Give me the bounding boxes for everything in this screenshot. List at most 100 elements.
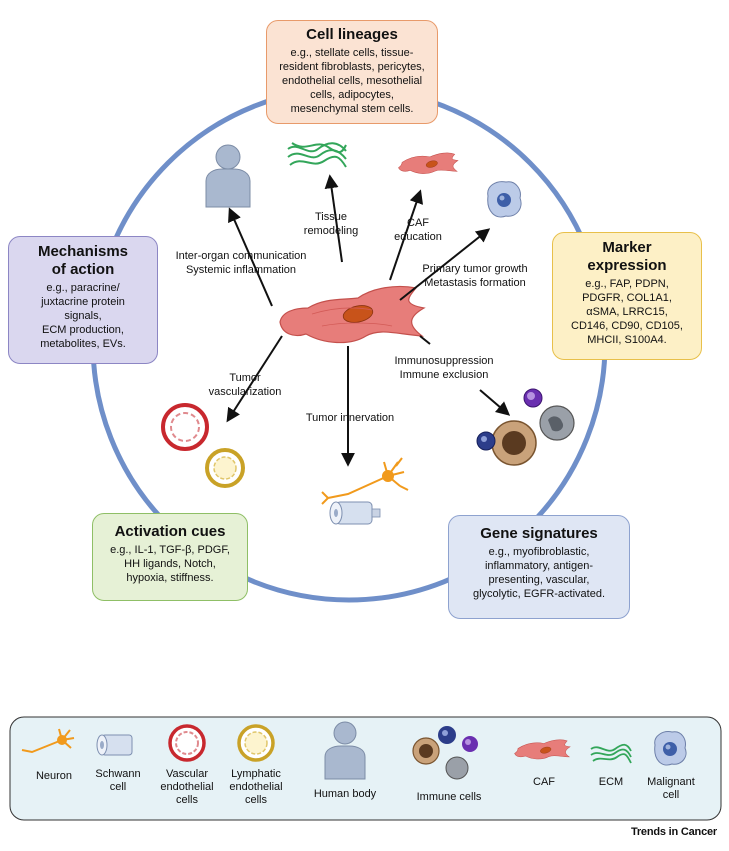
journal-brand: Trends in Cancer — [630, 826, 717, 838]
legend-line: cell — [662, 789, 680, 801]
legend-line: Lymphatic — [231, 768, 281, 780]
lymphatic-endothelial-icon — [205, 448, 245, 488]
marker-title-line: Marker — [602, 239, 652, 256]
label-line: Tumor innervation — [305, 412, 395, 424]
cell-lineages-line: e.g., stellate cells, tissue- — [290, 47, 414, 59]
activation-line: HH ligands, Notch, — [124, 558, 216, 570]
arrow-inter-organ — [228, 207, 273, 307]
marker-line: αSMA, LRRC15, — [586, 306, 668, 318]
cell-lineages-box: Cell lineages e.g., stellate cells, tiss… — [266, 20, 438, 124]
gene-line: presenting, vascular, — [488, 574, 590, 586]
activation-line: e.g., IL-1, TGF-β, PDGF, — [110, 544, 230, 556]
label-line: education — [394, 231, 442, 243]
mechanisms-title-line: Mechanisms — [37, 243, 129, 260]
activation-title: Activation cues — [114, 523, 226, 540]
label-immunosuppression: Immunosuppression Immune exclusion — [388, 354, 500, 382]
arrow-vascularization — [226, 335, 283, 423]
label-line: Metastasis formation — [424, 277, 526, 289]
legend-human-body-icon — [324, 721, 366, 780]
arrow-immunosuppression-origin — [419, 335, 431, 345]
mechanisms-title: Mechanisms of action — [9, 243, 157, 279]
marker-line: e.g., FAP, PDPN, — [585, 278, 669, 290]
label-tumor-innervation: Tumor innervation — [300, 411, 400, 425]
label-tissue-remodeling: Tissue remodeling — [296, 210, 366, 238]
label-caf-education: CAF education — [388, 216, 448, 244]
marker-expression-box: Marker expression e.g., FAP, PDPN, PDGFR… — [552, 232, 702, 360]
legend-vascular-icon — [168, 724, 206, 762]
marker-title-line: expression — [587, 257, 667, 274]
label-line: Immune exclusion — [399, 369, 489, 381]
legend-line: cell — [109, 781, 127, 793]
mechanisms-line: e.g., paracrine/ — [46, 282, 120, 294]
legend-schwann-label: Schwann cell — [88, 768, 148, 794]
neuron-icon — [321, 457, 409, 505]
central-caf-icon — [279, 285, 426, 344]
label-tumor-vascularization: Tumor vascularization — [200, 371, 290, 399]
legend-line: endothelial — [160, 781, 214, 793]
legend-lymphatic-icon — [237, 724, 275, 762]
legend-malignant-label: Malignant cell — [640, 776, 702, 802]
label-line: vascularization — [208, 386, 282, 398]
legend-line: Vascular — [166, 768, 208, 780]
mechanisms-title-line: of action — [51, 261, 115, 278]
mechanisms-text: e.g., paracrine/ juxtacrine protein sign… — [9, 281, 157, 351]
legend-human-body-label: Human body — [313, 788, 377, 800]
label-line: Immunosuppression — [394, 355, 494, 367]
gene-line: e.g., myofibroblastic, — [488, 546, 590, 558]
legend-immune-icon — [412, 726, 478, 780]
human-body-icon — [205, 144, 251, 208]
arrow-caf-education — [389, 189, 424, 281]
cell-lineages-title: Cell lineages — [306, 26, 398, 43]
legend-neuron-icon — [21, 728, 75, 754]
legend-vascular-label: Vascular endothelial cells — [152, 768, 222, 807]
malignant-cell-icon — [487, 181, 522, 218]
ecm-icon — [287, 142, 347, 168]
legend-neuron-label: Neuron — [35, 770, 73, 782]
cell-lineages-line: endothelial cells, mesothelial — [281, 75, 423, 87]
mechanisms-box: Mechanisms of action e.g., paracrine/ ju… — [8, 236, 158, 364]
marker-line: CD146, CD90, CD105, — [571, 320, 683, 332]
activation-cues-box: Activation cues e.g., IL-1, TGF-β, PDGF,… — [92, 513, 248, 601]
cell-lineages-line: resident fibroblasts, pericytes, — [279, 61, 425, 73]
legend-schwann-icon — [96, 734, 133, 756]
legend-line: cells — [244, 794, 267, 806]
gene-title: Gene signatures — [480, 525, 598, 542]
schwann-cell-icon — [329, 501, 381, 525]
marker-title: Marker expression — [553, 239, 701, 275]
legend-line: endothelial — [229, 781, 283, 793]
cell-lineages-text: e.g., stellate cells, tissue- resident f… — [267, 46, 437, 116]
legend-malignant-icon — [654, 731, 687, 766]
gene-line: inflammatory, antigen- — [484, 560, 593, 572]
gene-signatures-box: Gene signatures e.g., myofibroblastic, i… — [448, 515, 630, 619]
label-inter-organ: Inter-organ communication Systemic infla… — [170, 249, 312, 277]
legend-immune-label: Immune cells — [416, 791, 482, 803]
label-line: Tissue — [315, 211, 347, 223]
gene-line: glycolytic, EGFR-activated. — [472, 588, 606, 600]
mechanisms-line: juxtacrine protein — [41, 296, 125, 308]
label-line: remodeling — [303, 225, 359, 237]
legend-line: Schwann — [95, 768, 141, 780]
legend-line: Malignant — [647, 776, 695, 788]
marker-line: MHCII, S100A4. — [587, 334, 667, 346]
marker-text: e.g., FAP, PDPN, PDGFR, COL1A1, αSMA, LR… — [553, 277, 701, 347]
label-line: CAF — [407, 217, 429, 229]
immune-cells-icon — [476, 388, 575, 466]
activation-text: e.g., IL-1, TGF-β, PDGF, HH ligands, Not… — [93, 543, 247, 585]
label-line: Tumor — [229, 372, 261, 384]
mechanisms-line: signals, — [64, 310, 102, 322]
arrow-immunosuppression — [479, 389, 511, 416]
mechanisms-line: ECM production, — [42, 324, 124, 336]
label-line: Inter-organ communication — [175, 250, 307, 262]
legend-caf-label: CAF — [533, 776, 555, 788]
caf-icon — [398, 152, 459, 174]
mechanisms-line: metabolites, EVs. — [40, 338, 126, 350]
arrow-tissue-remodeling — [324, 174, 343, 263]
gene-text: e.g., myofibroblastic, inflammatory, ant… — [449, 545, 629, 601]
legend-ecm-label: ECM — [598, 776, 624, 788]
legend-lymphatic-label: Lymphatic endothelial cells — [221, 768, 291, 807]
legend-line: cells — [175, 794, 198, 806]
label-line: Systemic inflammation — [185, 264, 297, 276]
vascular-endothelial-icon — [161, 403, 209, 451]
